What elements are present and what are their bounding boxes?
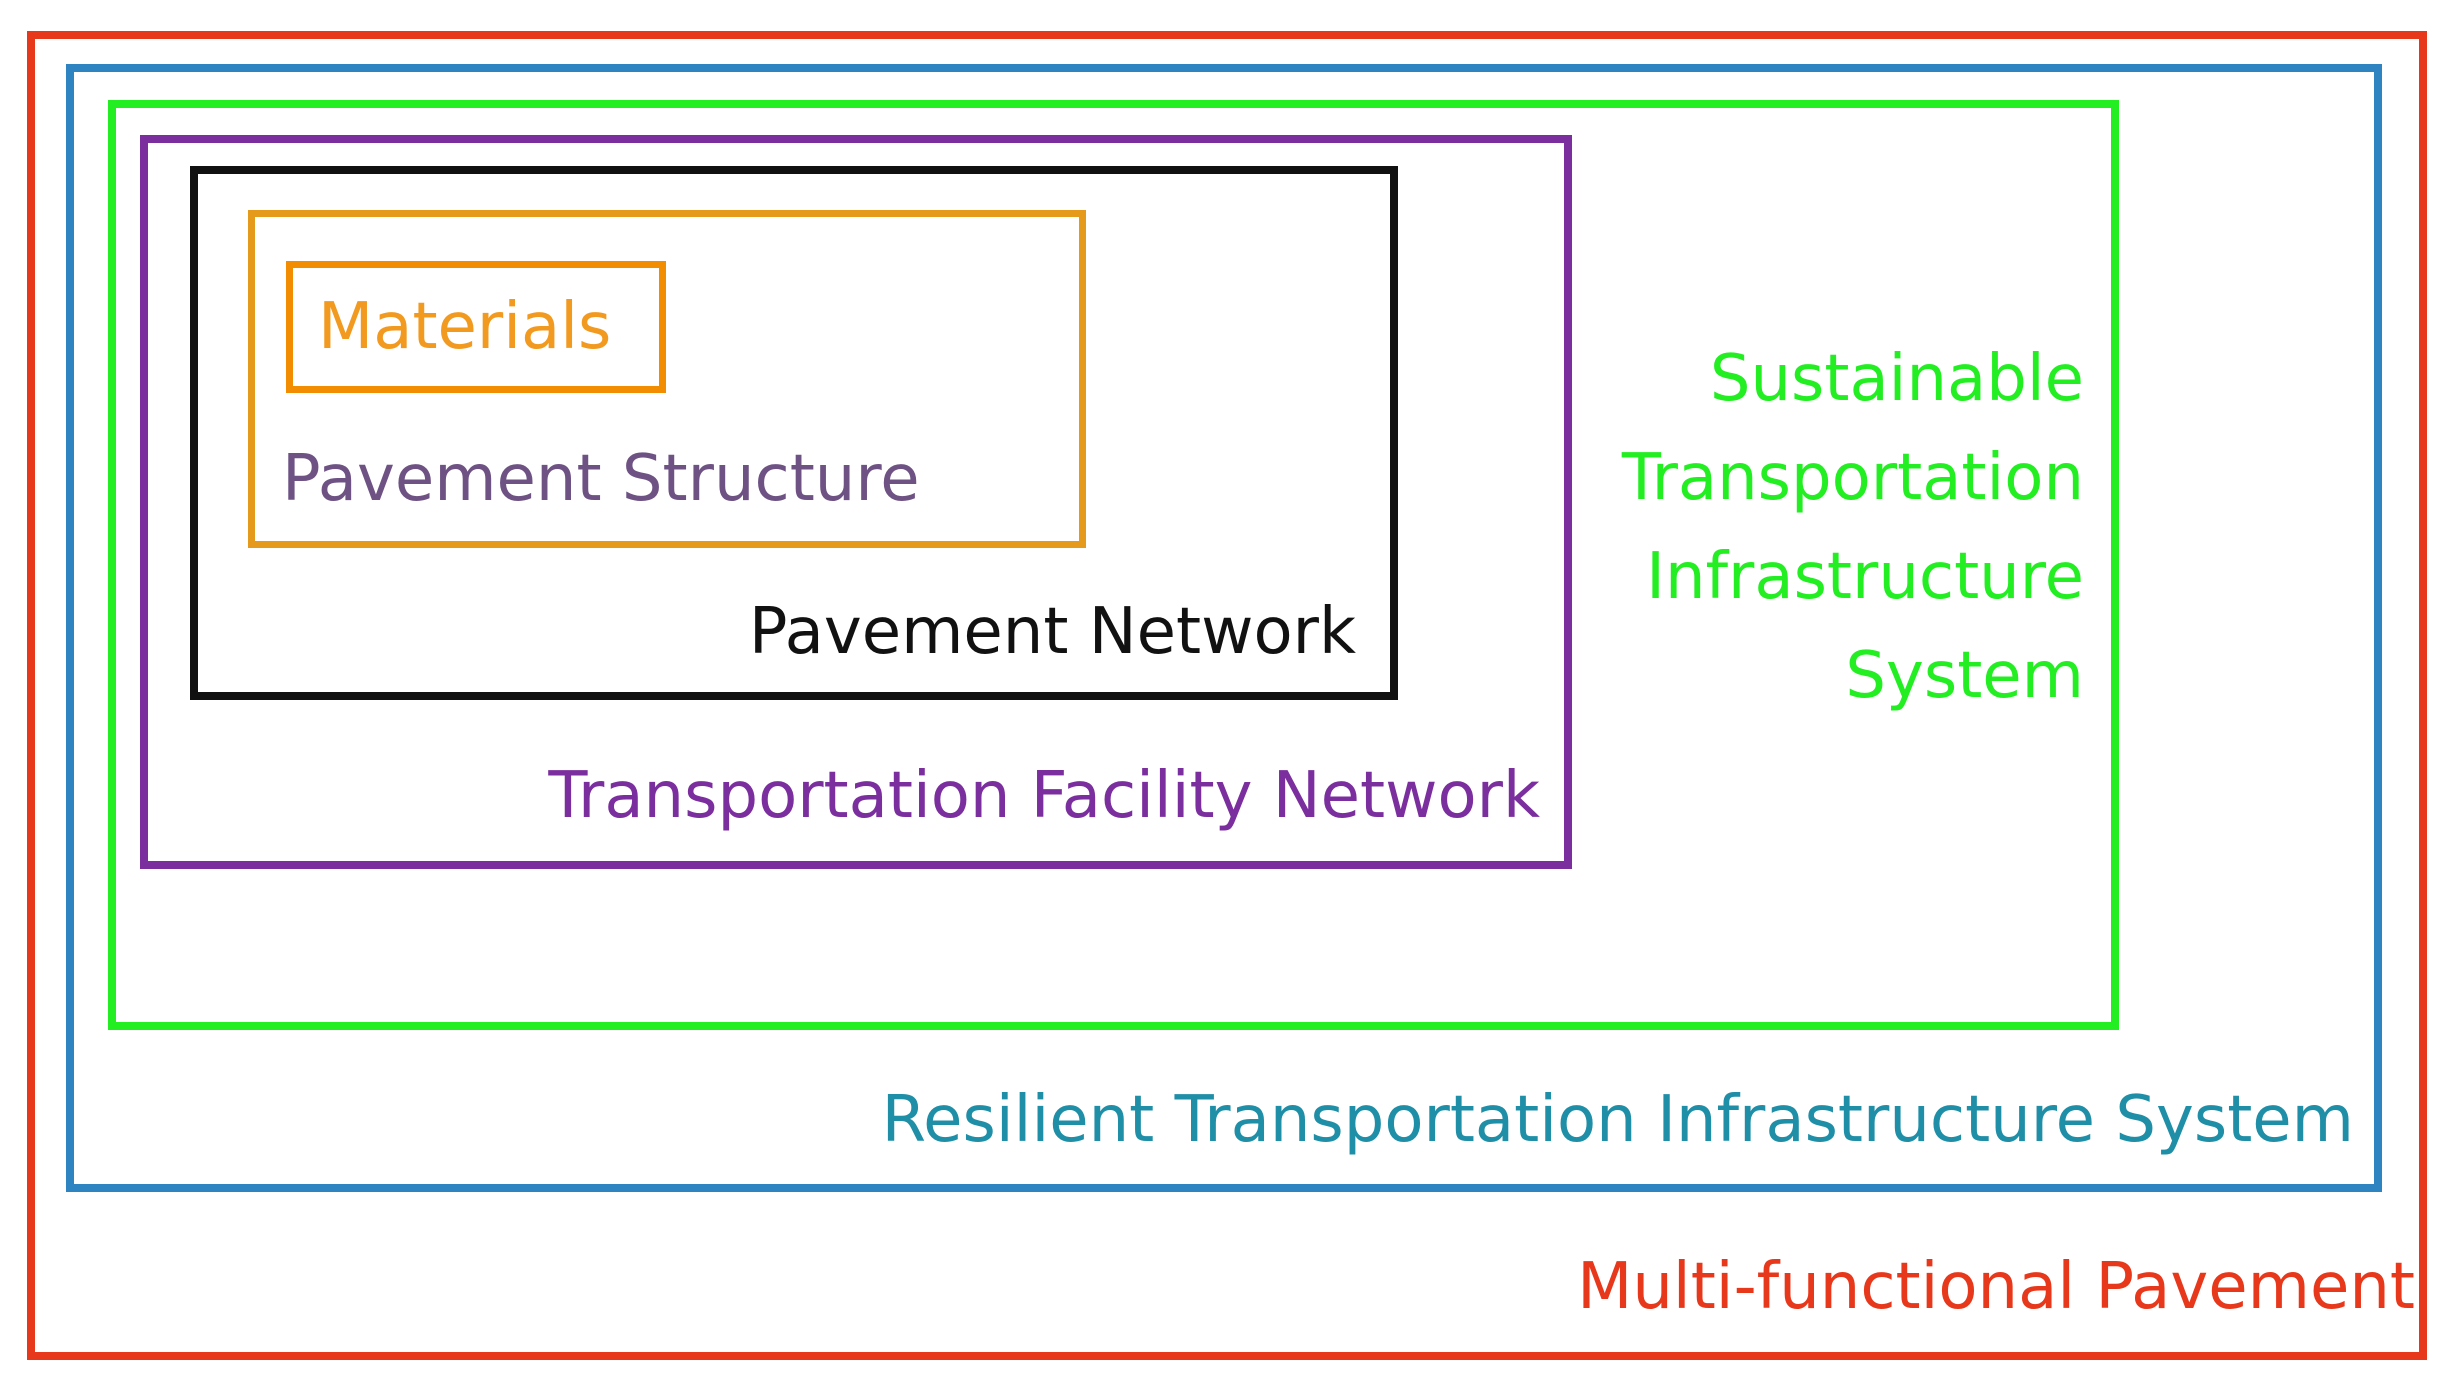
sustainable-infrastructure-box <box>108 100 2119 1030</box>
sustainable-label-line: Sustainable <box>1709 342 2084 416</box>
multifunctional-pavement-label: Multi-functional Pavement <box>1577 1250 2415 1324</box>
pavement-structure-box <box>248 210 1086 548</box>
transportation-facility-network-label: Transportation Facility Network <box>548 759 1540 833</box>
pavement-network-label: Pavement Network <box>748 595 1356 669</box>
materials-box <box>286 261 666 393</box>
resilient-infrastructure-label: Resilient Transportation Infrastructure … <box>881 1083 2354 1157</box>
multifunctional-pavement-box <box>27 31 2427 1360</box>
transportation-facility-network-box <box>140 135 1572 869</box>
sustainable-label-line: System <box>1845 639 2084 713</box>
pavement-network-box <box>190 166 1398 700</box>
sustainable-infrastructure-label: Sustainable Transportation Infrastructur… <box>1622 330 2084 726</box>
sustainable-label-line: Transportation <box>1621 441 2084 515</box>
pavement-structure-label: Pavement Structure <box>282 442 920 516</box>
sustainable-label-line: Infrastructure <box>1646 540 2084 614</box>
resilient-infrastructure-box <box>66 64 2382 1192</box>
materials-label: Materials <box>318 290 612 364</box>
